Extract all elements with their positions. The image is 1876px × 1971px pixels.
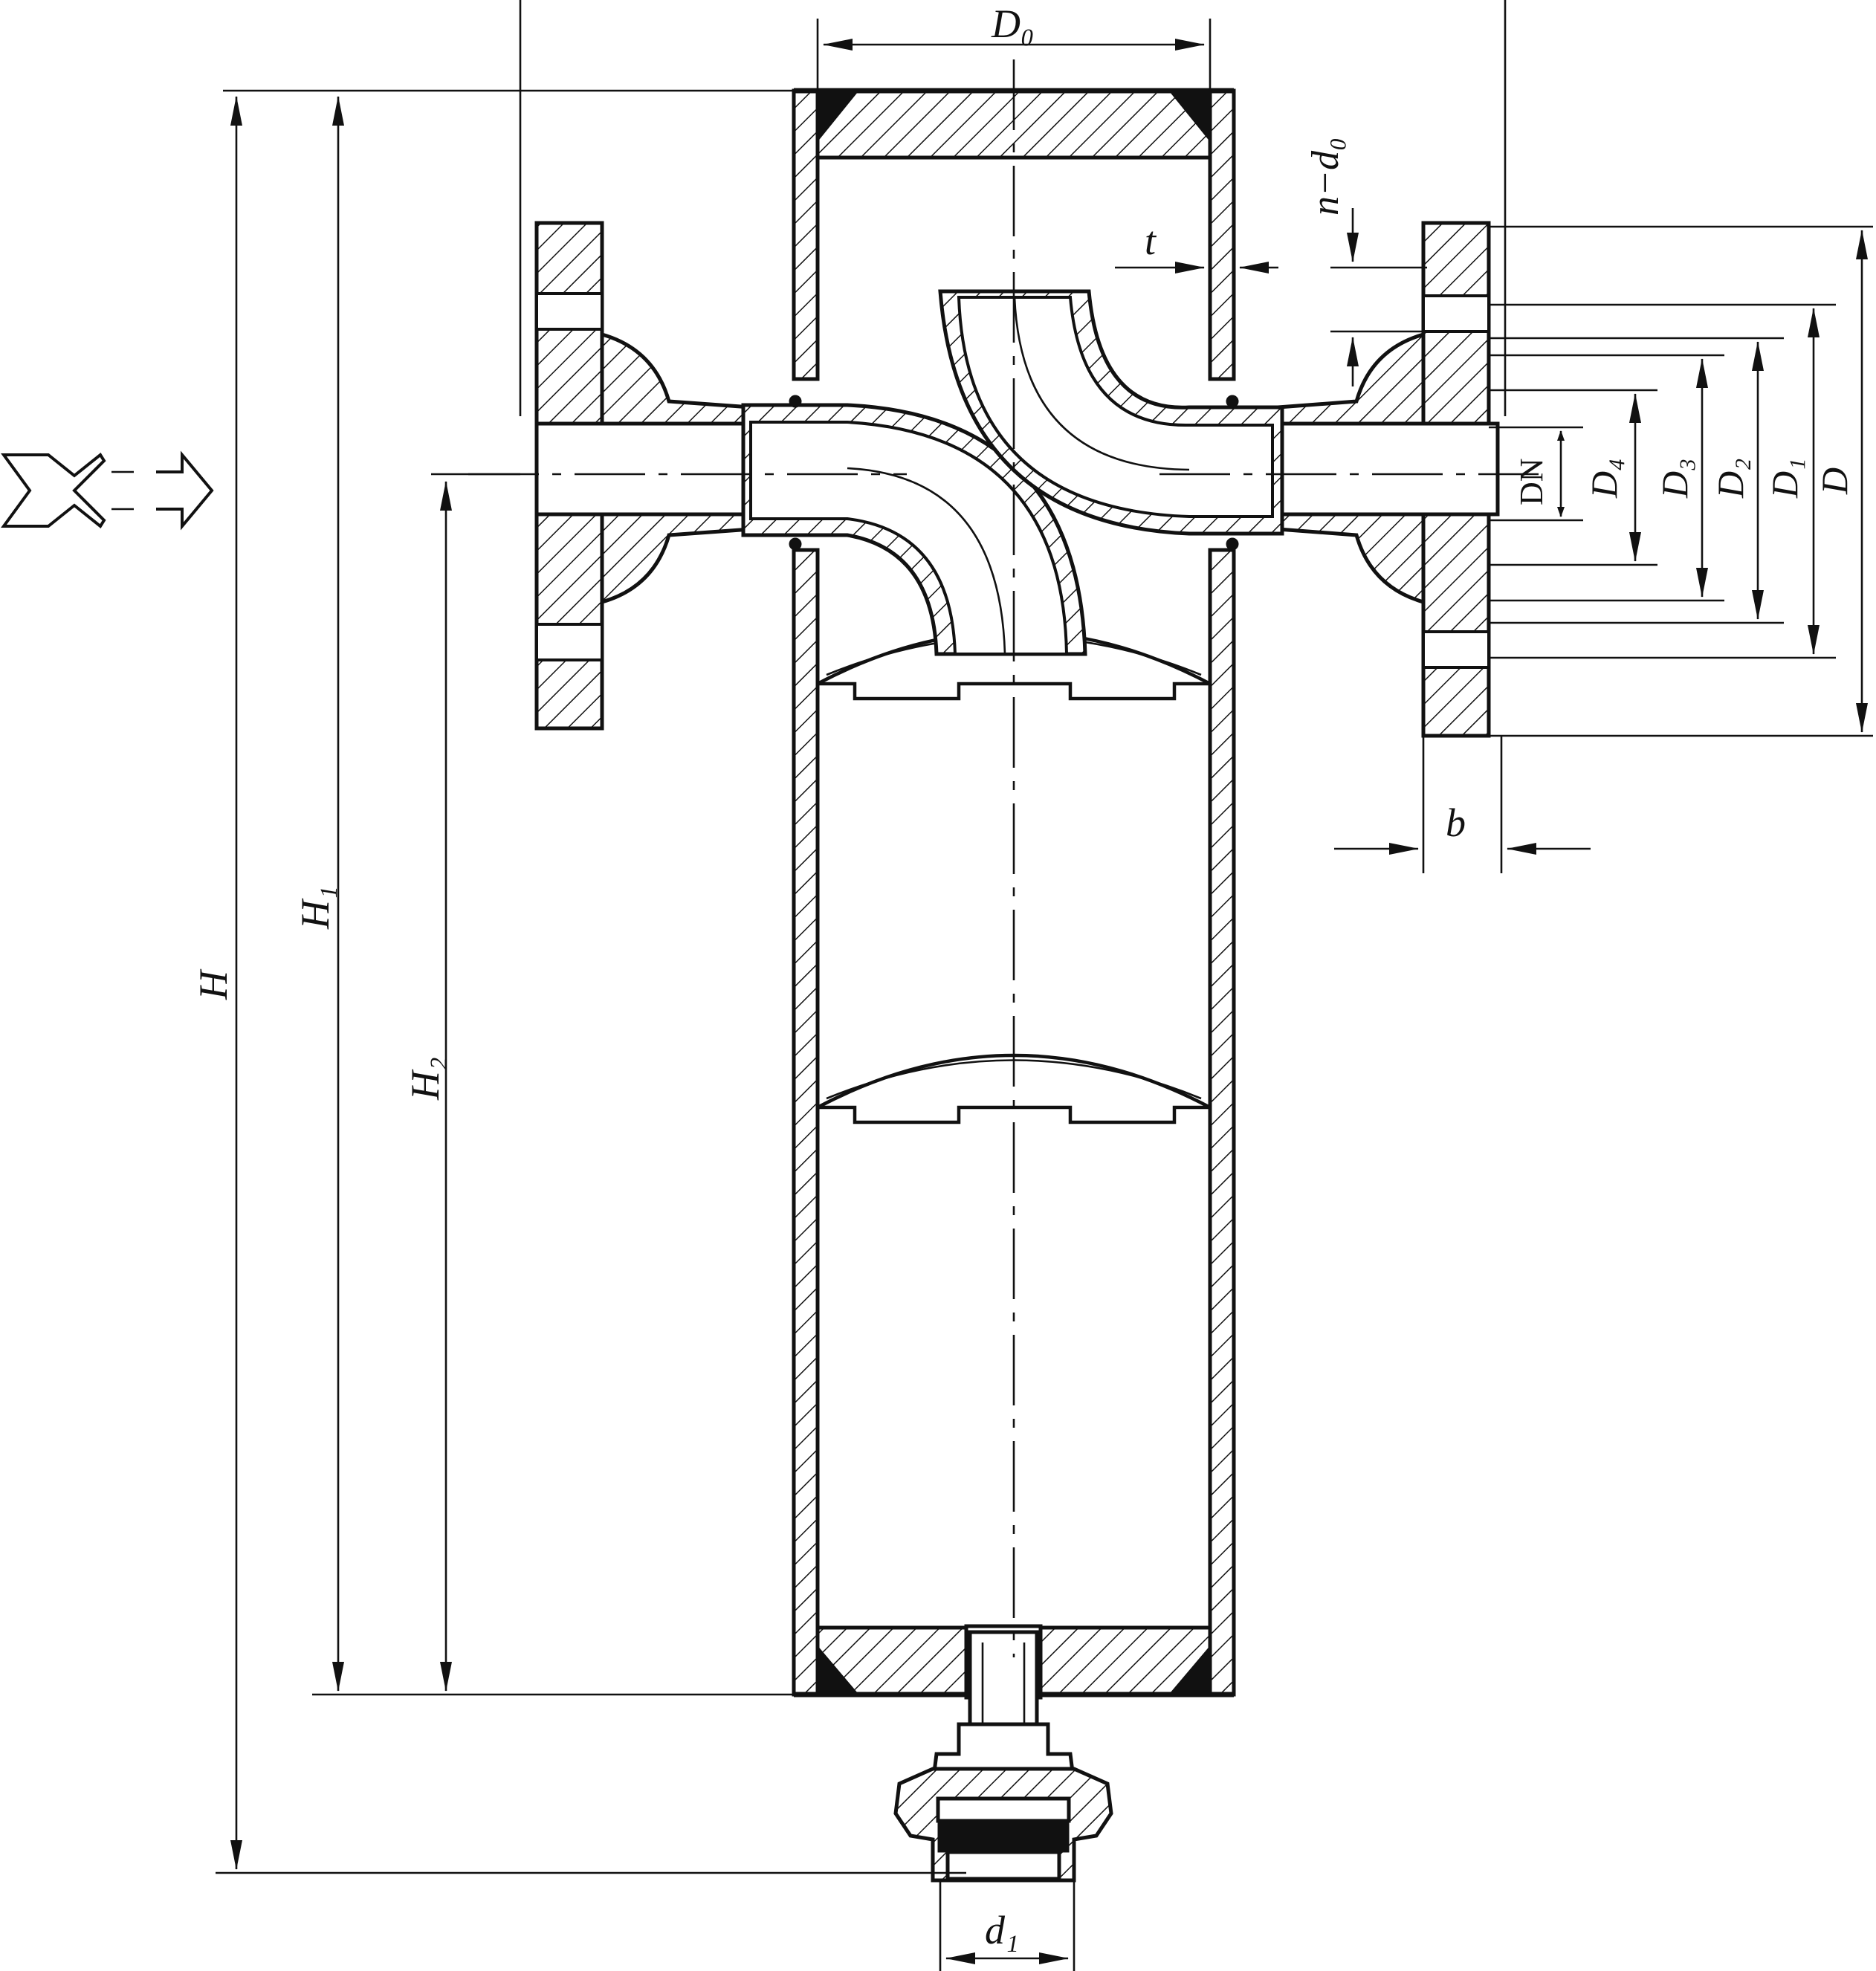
drain-valve — [893, 1630, 1113, 1883]
label-dn: DN — [1513, 458, 1550, 505]
label-n-d0: n−d₀ — [1304, 137, 1347, 216]
label-d: D — [1814, 467, 1855, 495]
label-d0: D₀ — [991, 1, 1035, 46]
label-b: b — [1446, 800, 1466, 845]
label-h2: H₂ — [403, 1057, 447, 1101]
flow-direction-arrow — [1, 450, 214, 531]
label-d4: D₄ — [1583, 459, 1625, 499]
label-d3: D₃ — [1654, 459, 1695, 499]
inlet-flange — [534, 221, 762, 731]
outlet-flange — [1269, 221, 1500, 738]
label-h: H — [191, 968, 236, 1000]
label-d1-drain: d₁ — [985, 1908, 1019, 1952]
inlet-pipe — [741, 403, 1087, 656]
dimension-lines — [216, 0, 1873, 1971]
label-t: t — [1145, 219, 1157, 263]
label-d2: D₂ — [1710, 459, 1751, 499]
outlet-pipe — [938, 289, 1284, 536]
dimension-labels: D₀ t n−d₀ DN D₄ D₃ D₂ D₁ D b H H₁ H₂ d₁ — [191, 1, 1855, 1952]
label-h1: H₁ — [293, 886, 337, 930]
welds — [789, 395, 1239, 551]
centerlines — [468, 59, 1539, 1657]
label-d1: D₁ — [1764, 459, 1805, 499]
